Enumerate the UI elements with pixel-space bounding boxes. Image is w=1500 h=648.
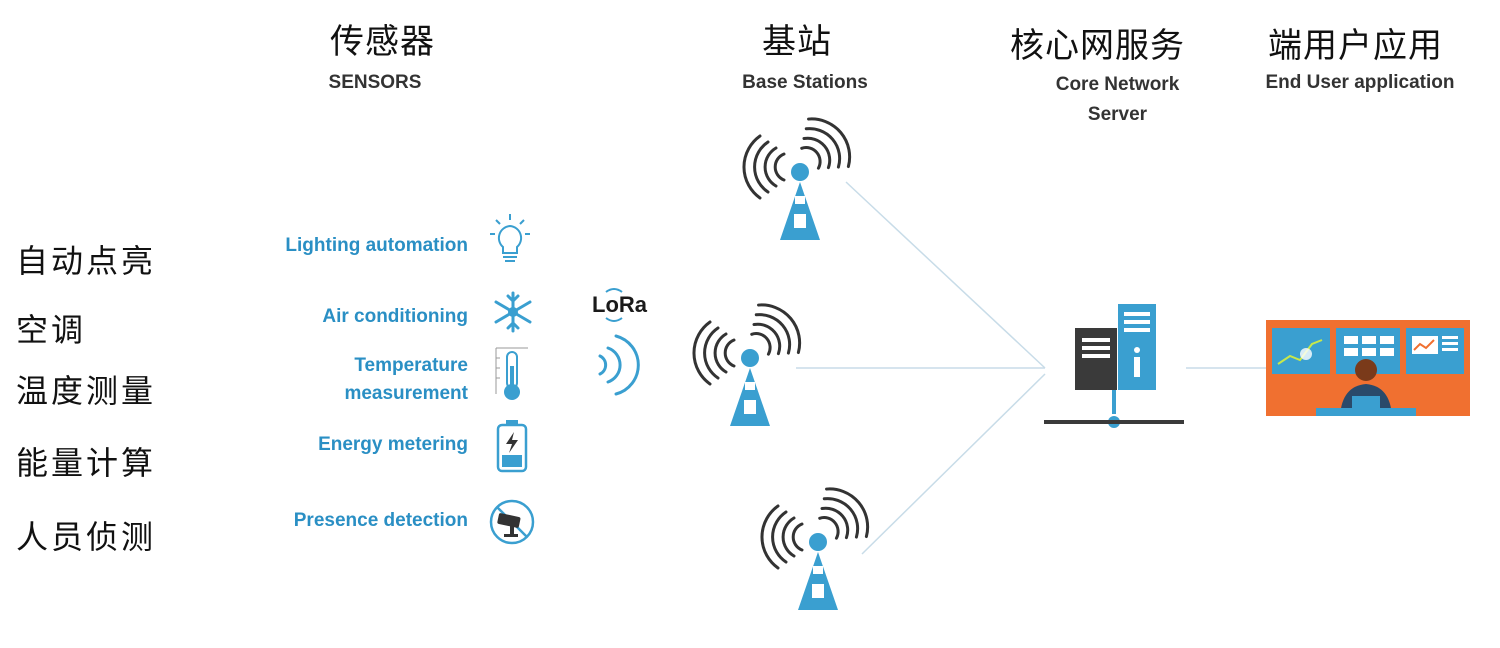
header-end-user-cn: 端用户应用: [1268, 26, 1443, 66]
header-sensors-cn: 传感器: [330, 22, 435, 62]
left-label-presence: 人员侦测: [16, 518, 157, 556]
sensor-label-air: Air conditioning: [322, 306, 468, 327]
battery-icon: [496, 420, 528, 473]
server-icon: [1044, 304, 1184, 428]
lightbulb-icon: [490, 214, 530, 262]
header-sensors-en: SENSORS: [328, 72, 422, 93]
wireless-waves-icon: [598, 334, 640, 396]
snowflake-icon: [494, 291, 532, 333]
sensor-label-energy: Energy metering: [318, 434, 468, 455]
left-label-energy: 能量计算: [16, 444, 157, 482]
header-core-network-en: Core Network Server: [1055, 74, 1180, 125]
thermometer-icon: [495, 347, 528, 400]
camera-icon: [489, 499, 535, 545]
base-station-tower-icon: [742, 117, 852, 240]
header-core-network-cn: 核心网服务: [1010, 26, 1185, 66]
end-user-application-icon: [1266, 320, 1470, 416]
sensor-label-presence: Presence detection: [293, 510, 468, 531]
lora-logo-arcs-icon: [605, 288, 623, 322]
sensor-label-temperature: Temperature measurement: [344, 355, 468, 404]
base-station-tower-icon: [760, 487, 870, 610]
base-station-tower-icon: [692, 303, 802, 426]
left-label-auto-lighting: 自动点亮: [16, 242, 157, 280]
header-base-stations-cn: 基站: [762, 22, 832, 62]
lora-logo: LoRa: [592, 292, 647, 317]
left-label-air-conditioning: 空调: [16, 311, 87, 349]
left-label-temperature: 温度测量: [16, 372, 157, 410]
sensor-label-lighting: Lighting automation: [285, 235, 468, 256]
header-end-user-en: End User application: [1265, 72, 1455, 93]
header-base-stations-en: Base Stations: [742, 72, 868, 93]
